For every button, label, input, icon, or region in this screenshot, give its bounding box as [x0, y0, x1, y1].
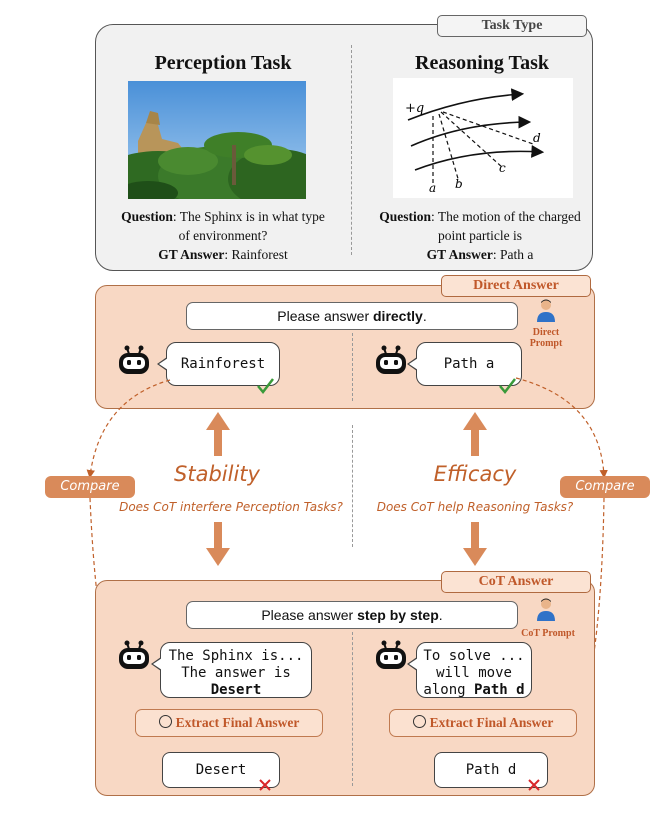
openai-icon — [412, 715, 426, 728]
perception-task-title: Perception Task — [154, 52, 292, 74]
direct-prompt: Please answer directly. — [186, 302, 518, 330]
person-icon — [536, 597, 556, 621]
cot-divider — [352, 632, 353, 786]
efficacy-question: Does CoT help Reasoning Tasks? — [376, 500, 574, 514]
robot-icon — [374, 345, 408, 375]
compare-right-badge: Compare — [560, 476, 650, 498]
task-divider — [351, 45, 352, 255]
cot-prompt-label: CoT Prompt — [521, 628, 575, 639]
robot-icon — [117, 345, 151, 375]
robot-icon — [374, 640, 408, 670]
reasoning-question: Question: The motion of the charged poin… — [379, 209, 581, 262]
perception-question: Question: The Sphinx is in what type of … — [121, 209, 325, 262]
efficacy-label: Efficacy — [433, 462, 517, 486]
cot-right-reasoning-bubble: To solve ... will move along Path d — [407, 642, 532, 698]
openai-icon — [158, 715, 172, 728]
cross-icon — [527, 778, 541, 792]
person-icon — [536, 298, 556, 322]
direct-right-answer-bubble: Path a — [407, 342, 522, 386]
stability-question: Does CoT interfere Perception Tasks? — [119, 500, 343, 514]
reasoning-task-title: Reasoning Task — [415, 52, 549, 74]
figure-label-a: a — [429, 181, 436, 195]
figure-label-q: +q — [405, 101, 424, 116]
check-icon — [498, 378, 516, 394]
cross-icon — [258, 778, 272, 792]
compare-left-badge: Compare — [45, 476, 135, 498]
cot-right-final-answer: Path d — [434, 752, 548, 788]
cot-answer-tag: CoT Answer — [441, 571, 591, 593]
direct-answer-tag: Direct Answer — [441, 275, 591, 297]
charged-particle-diagram: +q a b c d — [393, 78, 573, 198]
cot-prompt: Please answer step by step. — [186, 601, 518, 629]
robot-icon — [117, 640, 151, 670]
figure-label-d: d — [533, 131, 541, 145]
cot-left-reasoning-bubble: The Sphinx is... The answer is Desert — [151, 642, 312, 698]
cot-left-final-answer: Desert — [162, 752, 280, 788]
figure-label-c: c — [499, 161, 506, 175]
direct-divider — [352, 333, 353, 401]
direct-left-answer-bubble: Rainforest — [157, 342, 280, 386]
stability-label: Stability — [174, 462, 260, 486]
middle-divider — [352, 425, 353, 547]
extract-final-answer-left: Extract Final Answer — [135, 709, 323, 737]
check-icon — [256, 378, 274, 394]
sphinx-rainforest-image — [128, 81, 306, 199]
figure-label-b: b — [455, 177, 463, 191]
extract-final-answer-right: Extract Final Answer — [389, 709, 577, 737]
task-type-tag: Task Type — [437, 15, 587, 37]
